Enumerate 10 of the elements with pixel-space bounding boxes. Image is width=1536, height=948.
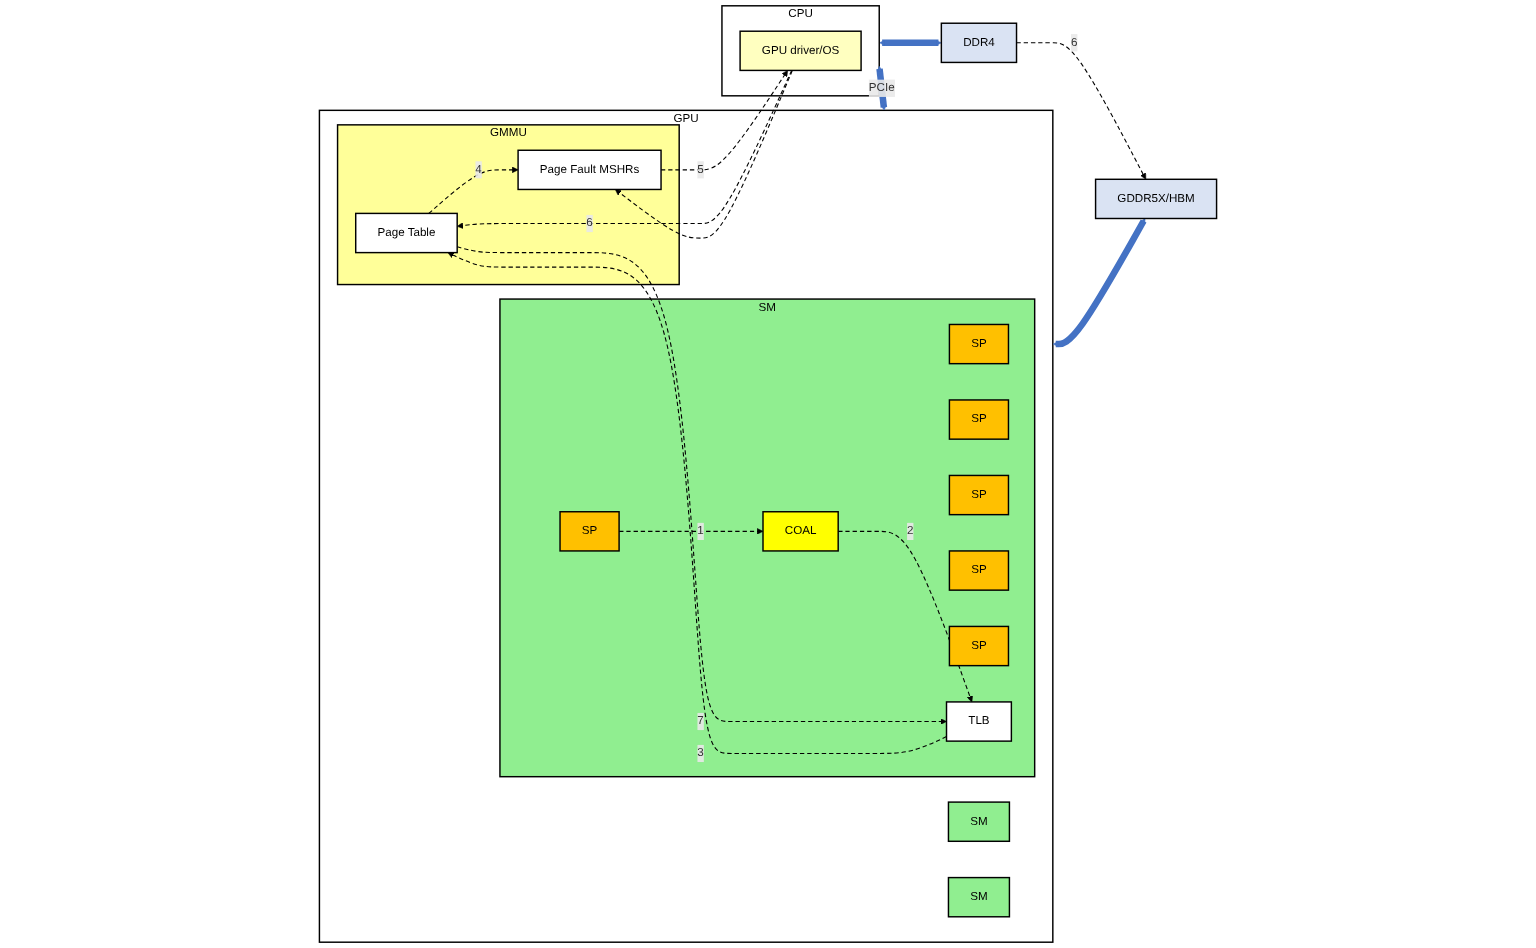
arrow — [1052, 218, 1147, 348]
arrow — [876, 66, 888, 111]
arrow — [837, 530, 973, 703]
arrow — [660, 70, 788, 171]
arrow — [428, 166, 519, 214]
arrow — [618, 528, 764, 535]
arrow — [879, 39, 942, 47]
arrow — [456, 69, 793, 229]
arrow — [1016, 42, 1147, 180]
arrow — [615, 69, 793, 239]
